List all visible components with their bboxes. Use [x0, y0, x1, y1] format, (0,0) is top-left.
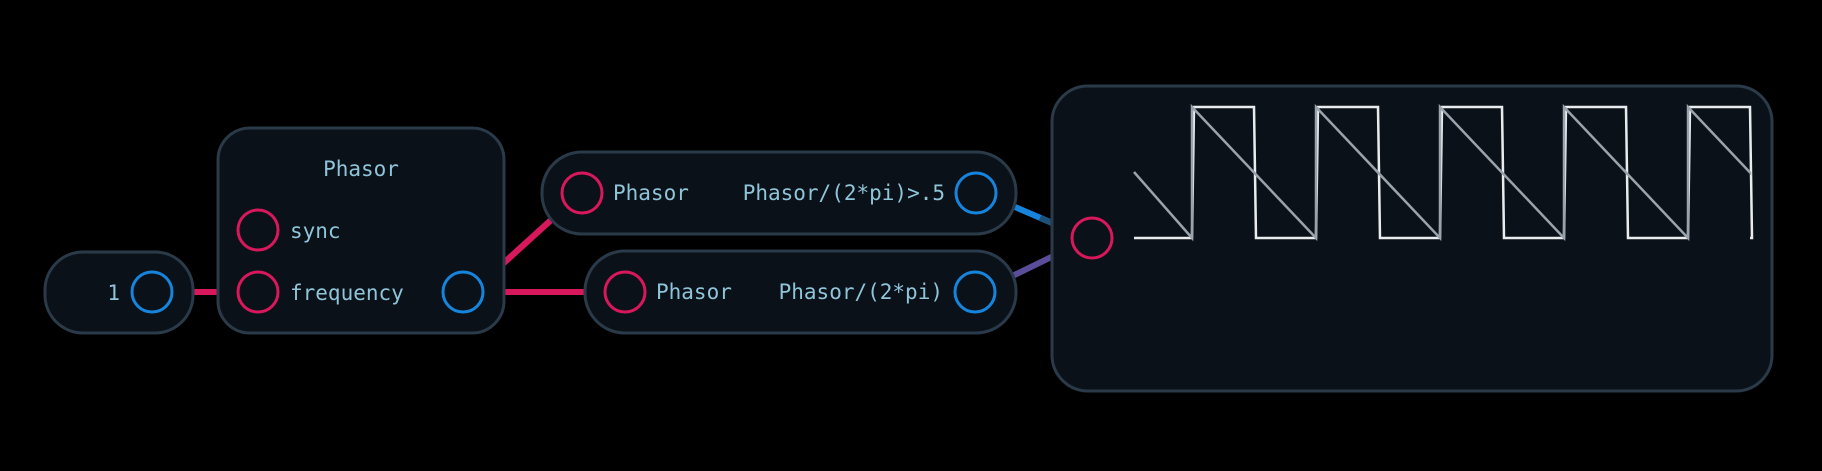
- constant-output-port[interactable]: [130, 270, 174, 314]
- square-expression-node[interactable]: Phasor Phasor/(2*pi)>.5: [540, 150, 1018, 236]
- scope-node[interactable]: [1050, 84, 1774, 393]
- phasor-sync-input-port[interactable]: [236, 208, 280, 252]
- saw-expression-output-label: Phasor/(2*pi): [779, 280, 943, 304]
- phasor-frequency-input-port[interactable]: [236, 270, 280, 314]
- phasor-output-port[interactable]: [441, 270, 485, 314]
- saw-expression-node-body[interactable]: [583, 249, 1018, 335]
- scope-input-port[interactable]: [1070, 216, 1114, 260]
- square-expression-node-body[interactable]: [540, 150, 1018, 236]
- phasor-node[interactable]: Phasor sync frequency: [216, 126, 506, 335]
- saw-expression-node[interactable]: Phasor Phasor/(2*pi): [583, 249, 1018, 335]
- constant-value: 1: [107, 281, 120, 305]
- square-expression-input-label: Phasor: [613, 181, 689, 205]
- scope-plot: [1133, 103, 1754, 242]
- saw-expression-input-port[interactable]: [603, 270, 647, 314]
- square-expression-output-label: Phasor/(2*pi)>.5: [743, 181, 945, 205]
- phasor-node-body[interactable]: [216, 126, 506, 335]
- scope-trace-saw: [1133, 103, 1752, 242]
- square-expression-output-port[interactable]: [954, 171, 998, 215]
- saw-expression-input-label: Phasor: [656, 280, 732, 304]
- square-expression-input-port[interactable]: [560, 171, 604, 215]
- constant-node[interactable]: 1: [43, 250, 195, 335]
- saw-expression-output-port[interactable]: [953, 270, 997, 314]
- phasor-sync-label: sync: [290, 219, 341, 243]
- phasor-frequency-label: frequency: [290, 281, 404, 305]
- phasor-node-title: Phasor: [323, 157, 399, 181]
